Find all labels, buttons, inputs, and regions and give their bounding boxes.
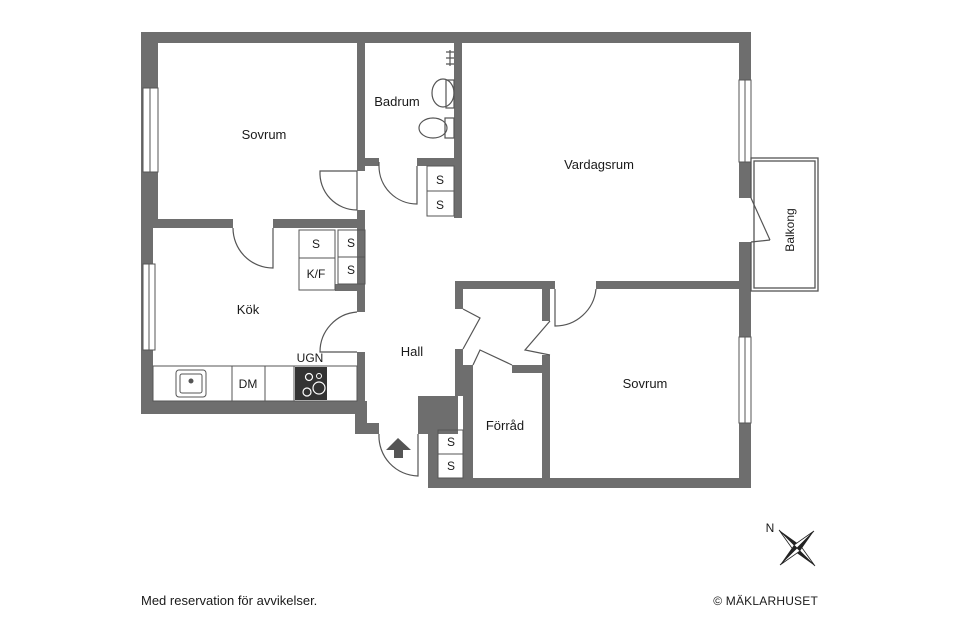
room-label-badrum: Badrum [374, 94, 420, 109]
storage-label: S [347, 263, 355, 277]
balcony-door [750, 197, 771, 243]
balcony-door-gap [739, 198, 753, 242]
compass-north-label: N [766, 521, 775, 535]
dishwasher-label: DM [239, 377, 258, 391]
interior-walls [153, 43, 751, 478]
stove-icon [295, 367, 327, 400]
toilet-icon [418, 117, 448, 139]
compass-icon [778, 529, 816, 567]
room-label-hall: Hall [401, 344, 424, 359]
kitchen-counter [152, 365, 358, 402]
entrance-arrow-icon [386, 438, 411, 458]
shower-icon [446, 50, 454, 66]
oven-label: UGN [297, 351, 324, 365]
room-label-vardagsrum: Vardagsrum [564, 157, 634, 172]
sink-icon [175, 369, 207, 398]
windows [142, 79, 752, 424]
sink-icon [431, 78, 455, 108]
storage-label: S [312, 237, 320, 251]
doors [232, 162, 597, 477]
bathroom-fixtures [418, 50, 455, 139]
room-label-kok: Kök [237, 302, 260, 317]
room-label-forrad: Förråd [486, 418, 524, 433]
fridge-freezer-label: K/F [307, 267, 326, 281]
storage-label: S [447, 459, 455, 473]
storage-label: S [436, 198, 444, 212]
storage-label: S [447, 435, 455, 449]
room-label-sovrum-se: Sovrum [623, 376, 668, 391]
storage-cabinets [298, 165, 464, 479]
disclaimer-text: Med reservation för avvikelser. [141, 593, 318, 608]
copyright-text: © MÄKLARHUSET [713, 594, 818, 608]
room-label-balkong: Balkong [783, 208, 797, 251]
storage-label: S [347, 236, 355, 250]
storage-label: S [436, 173, 444, 187]
room-label-sovrum-nw: Sovrum [242, 127, 287, 142]
